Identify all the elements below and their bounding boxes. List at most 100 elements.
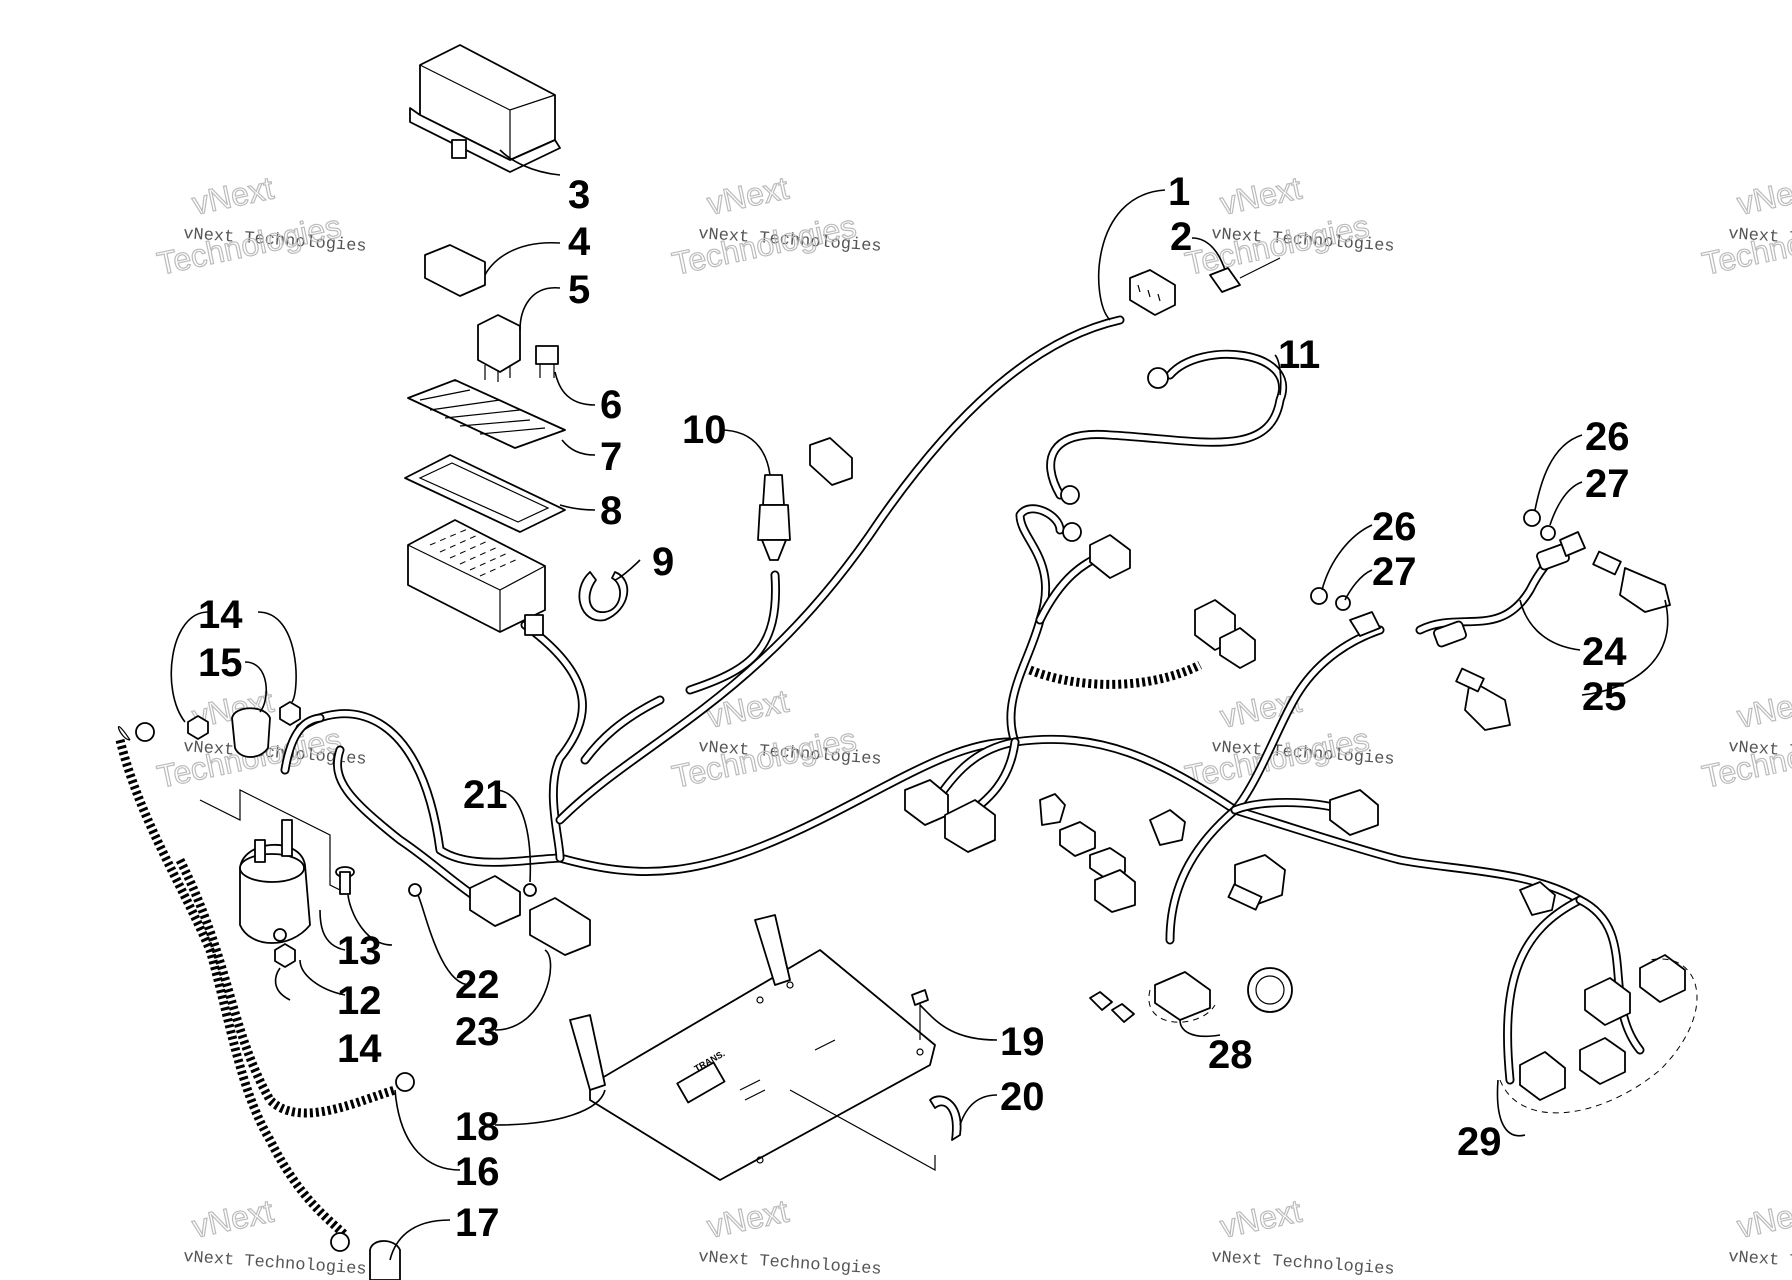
watermark-technologies: Technologies: [669, 208, 859, 282]
fuse-box-base: [407, 519, 546, 636]
watermark-vnext: vNext: [189, 170, 277, 222]
callout-1: 1: [1168, 170, 1190, 214]
callout-18: 18: [455, 1105, 500, 1149]
connector-28: [1089, 967, 1293, 1023]
watermark-tile: vNext vNext Technologies Technologies: [668, 169, 882, 282]
connector-29-group: [1499, 954, 1698, 1114]
nut-21: [523, 883, 537, 897]
watermark-tile: vNext vNext Technologies Technologies: [1181, 169, 1395, 282]
ring-terminal: [395, 1072, 415, 1092]
connector: [1039, 793, 1066, 826]
callout-25: 25: [1582, 675, 1627, 719]
nut-22: [408, 883, 422, 897]
watermark-tile: vNext vNext Technologies Technologies: [1181, 682, 1395, 795]
callouts: 1 2 3 4 5 6 7 8 9 10 11 12 13 14 14 15 1…: [198, 170, 1630, 1245]
watermark-text: vNext Technologies: [183, 1248, 368, 1280]
relay: [477, 314, 521, 382]
fuse-label-sheet: [407, 379, 566, 449]
blade-fuse: [535, 345, 559, 378]
ring-terminal: [1062, 522, 1082, 542]
watermark-vnext: vNext: [704, 170, 792, 222]
callout-15: 15: [198, 641, 243, 685]
callout-3: 3: [568, 173, 590, 217]
callout-16: 16: [455, 1150, 500, 1194]
callout-4: 4: [568, 220, 591, 264]
connector: [1219, 627, 1256, 669]
watermark-vnext: vNext: [1217, 1193, 1305, 1245]
watermark-vnext: vNext: [704, 683, 792, 735]
watermark-vnext: vNext: [1734, 1193, 1792, 1245]
fuse-box-gasket: [404, 454, 566, 533]
connector: [1149, 809, 1186, 846]
callout-24: 24: [1582, 630, 1627, 674]
washer-27: [1335, 595, 1351, 611]
callout-13: 13: [337, 929, 382, 973]
callout-23: 23: [455, 1010, 500, 1054]
connector: [1519, 881, 1556, 916]
watermark-vnext: vNext: [1734, 683, 1792, 735]
connector: [1094, 869, 1136, 913]
watermark-tile: vNext vNext Technologies: [1211, 1192, 1396, 1280]
watermark-tile: vNext vNext Technologies Technologies: [153, 169, 367, 282]
bracket: [1349, 611, 1381, 637]
callout-11: 11: [1278, 333, 1320, 377]
clip-20: [929, 1095, 962, 1141]
callout-5: 5: [568, 268, 590, 312]
leader-lines: [170, 149, 1669, 1261]
push-fastener-19: [911, 989, 929, 1040]
callout-28: 28: [1208, 1033, 1253, 1077]
ring-terminal: [135, 722, 155, 742]
ring-terminal: [1060, 485, 1080, 505]
watermark-vnext: vNext: [1217, 170, 1305, 222]
bracket: [1559, 531, 1586, 557]
terminal-cap-15: [231, 707, 271, 758]
connector: [809, 437, 853, 486]
terminal-2: [1209, 257, 1281, 293]
starter-solenoid: [199, 789, 341, 944]
callout-6: 6: [600, 383, 622, 427]
callout-26-upper: 26: [1585, 415, 1630, 459]
relay-cube: [424, 244, 486, 297]
callout-7: 7: [600, 435, 622, 479]
callout-2: 2: [1170, 215, 1192, 259]
relay-23: [469, 875, 521, 927]
callout-29: 29: [1457, 1120, 1502, 1164]
callout-14-top: 14: [198, 593, 243, 637]
watermark-vnext: vNext: [1734, 170, 1792, 222]
callout-17: 17: [455, 1201, 500, 1245]
callout-8: 8: [600, 489, 622, 533]
connector: [1089, 534, 1131, 579]
watermark-tile: vNext vNext Technologies Technologies: [668, 682, 882, 795]
bullet-connector: [1227, 883, 1263, 911]
washer-27: [1540, 525, 1556, 541]
watermark-vnext: vNext: [189, 1193, 277, 1245]
watermark-text: vNext Technologies: [1211, 1248, 1396, 1280]
callout-14-bottom: 14: [337, 1027, 382, 1071]
ring-terminal: [330, 1232, 350, 1252]
connector: [1329, 789, 1379, 836]
nut-26: [1310, 587, 1328, 605]
screw-13: [335, 866, 355, 895]
nut-14: [187, 715, 209, 740]
wiring-harness: [115, 315, 1645, 1239]
callout-27-lower: 27: [1372, 550, 1417, 594]
callout-27-upper: 27: [1585, 462, 1630, 506]
connector: [1059, 821, 1096, 857]
watermark-text: vNext Technologies: [1728, 1248, 1792, 1280]
sensor-24-25: [1433, 543, 1671, 731]
parts: TRANS.: [135, 44, 1698, 1280]
connector: [1089, 847, 1126, 879]
watermark-text: vNext Technologies: [698, 1248, 883, 1280]
callout-12: 12: [337, 979, 382, 1023]
callout-9: 9: [652, 540, 674, 584]
connector-28-outline: [1148, 989, 1216, 1023]
watermark-tile: vNext vNext Technologies: [1728, 1192, 1792, 1280]
nut-26: [1523, 509, 1541, 527]
callout-20: 20: [1000, 1075, 1045, 1119]
watermarks: vNext vNext Technologies Technologies vN…: [153, 169, 1792, 1280]
electrical-tray-18: TRANS.: [569, 914, 936, 1181]
nut-14: [279, 701, 301, 726]
watermark-tile: vNext vNext Technologies: [698, 1192, 883, 1280]
watermark-technologies: Technologies: [154, 208, 344, 282]
callout-26-lower: 26: [1372, 505, 1417, 549]
